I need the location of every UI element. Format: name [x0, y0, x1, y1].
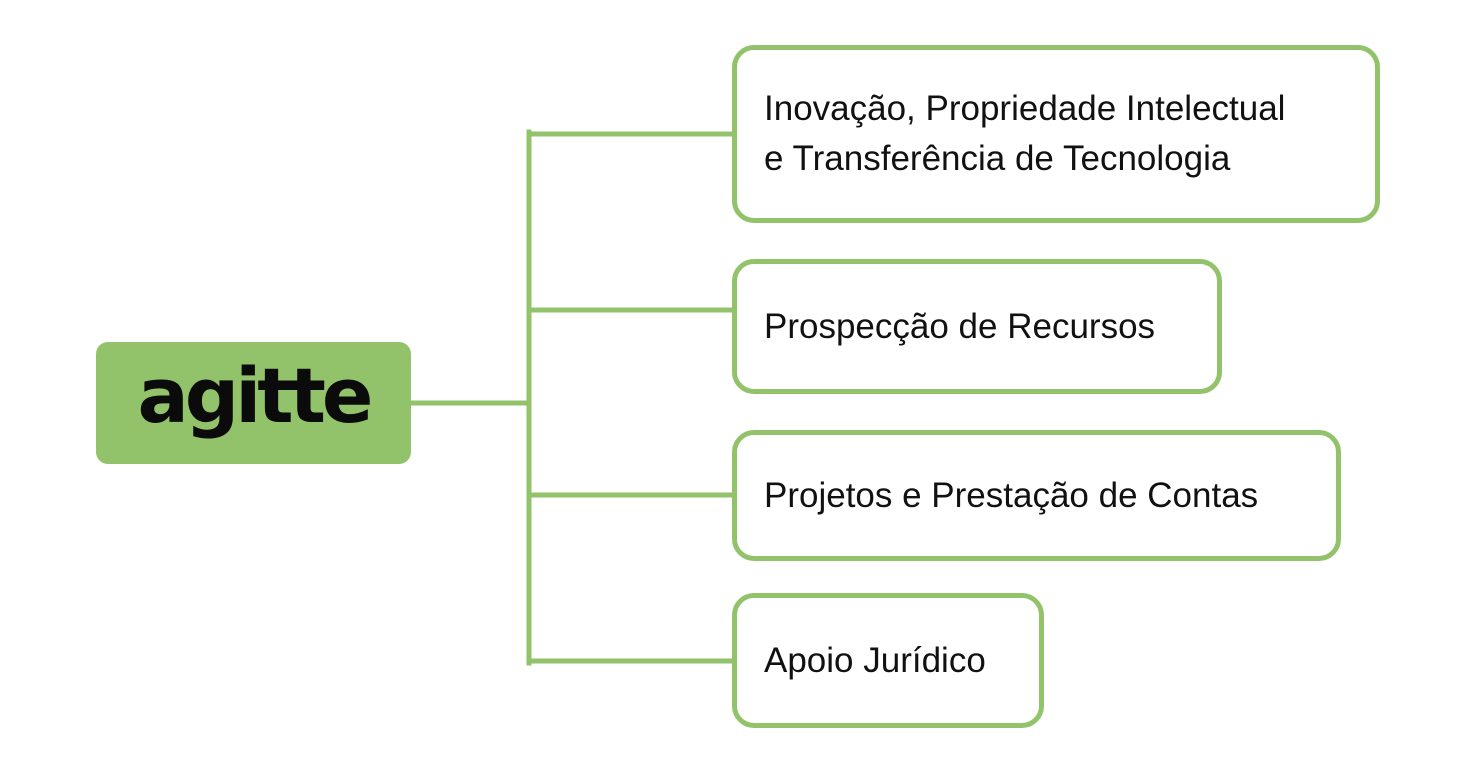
node-projects-accountability: Projetos e Prestação de Contas: [732, 430, 1341, 561]
node-resource-prospecting: Prospecção de Recursos: [732, 259, 1222, 394]
brand-logo: agitte: [137, 351, 374, 440]
node-innovation: Inovação, Propriedade Intelectual e Tran…: [732, 45, 1380, 223]
node-legal-support: Apoio Jurídico: [732, 593, 1044, 728]
node-label: Inovação, Propriedade Intelectual e Tran…: [764, 89, 1286, 178]
node-label: Prospecção de Recursos: [764, 306, 1156, 346]
root-node: agitte: [96, 342, 411, 464]
node-label: Projetos e Prestação de Contas: [764, 475, 1259, 515]
node-label: Apoio Jurídico: [764, 640, 986, 680]
